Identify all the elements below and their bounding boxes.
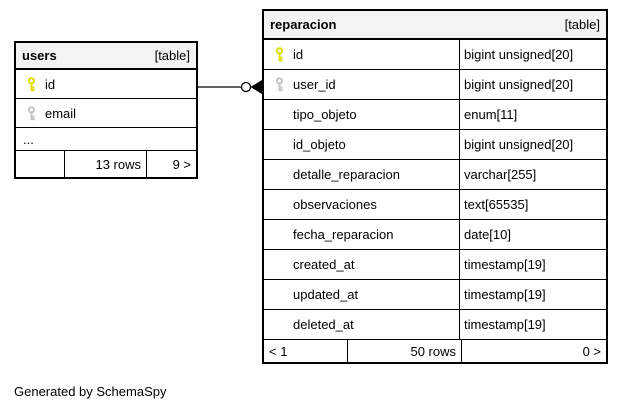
- column-row-created-at[interactable]: created_at timestamp[19]: [264, 250, 606, 280]
- column-row-id-objeto[interactable]: id_objeto bigint unsigned[20]: [264, 130, 606, 160]
- ellipsis-label: ...: [23, 131, 34, 147]
- column-row-detalle-reparacion[interactable]: detalle_reparacion varchar[255]: [264, 160, 606, 190]
- table-type-badge: [table]: [564, 17, 600, 32]
- foreign-key-icon: [275, 77, 284, 92]
- column-type: enum[11]: [459, 100, 606, 129]
- column-row-email[interactable]: email: [16, 99, 196, 128]
- column-type: text[65535]: [459, 190, 606, 219]
- column-type: varchar[255]: [459, 160, 606, 189]
- footer-in-degree: [16, 151, 64, 177]
- table-node-reparacion[interactable]: reparacion [table] id bigint unsigned[20…: [262, 9, 608, 364]
- footer-row-count: 13 rows: [64, 151, 146, 177]
- column-row-id[interactable]: id bigint unsigned[20]: [264, 40, 606, 70]
- footer-out-degree: 9 >: [146, 151, 196, 177]
- column-row-observaciones[interactable]: observaciones text[65535]: [264, 190, 606, 220]
- table-header-users: users [table]: [16, 43, 196, 70]
- column-name: deleted_at: [293, 317, 354, 332]
- generated-by-credit: Generated by SchemaSpy: [14, 384, 167, 399]
- column-name: detalle_reparacion: [293, 167, 400, 182]
- table-type-badge: [table]: [154, 48, 190, 63]
- table-name-users[interactable]: users: [22, 48, 57, 63]
- column-name: updated_at: [293, 287, 359, 302]
- column-name: id: [293, 47, 304, 62]
- foreign-key-icon: [27, 105, 36, 120]
- column-type: timestamp[19]: [459, 250, 606, 279]
- column-row-fecha-reparacion[interactable]: fecha_reparacion date[10]: [264, 220, 606, 250]
- column-type: bigint unsigned[20]: [459, 130, 606, 159]
- columns-ellipsis-row: ...: [16, 128, 196, 151]
- column-type: timestamp[19]: [459, 310, 606, 339]
- column-type: date[10]: [459, 220, 606, 249]
- footer-in-degree: < 1: [269, 343, 288, 359]
- table-name-reparacion[interactable]: reparacion: [270, 17, 337, 32]
- zero-or-one-circle-glyph: [240, 81, 252, 93]
- column-row-user-id[interactable]: user_id bigint unsigned[20]: [264, 70, 606, 100]
- column-row-deleted-at[interactable]: deleted_at timestamp[19]: [264, 310, 606, 340]
- column-name: id_objeto: [293, 137, 346, 152]
- table-node-users[interactable]: users [table] id: [14, 41, 198, 179]
- column-name: created_at: [293, 257, 355, 272]
- footer-out-degree: 0 >: [461, 340, 606, 362]
- primary-key-icon: [275, 47, 284, 62]
- column-name: id: [45, 76, 56, 92]
- column-name: fecha_reparacion: [293, 227, 394, 242]
- column-name: user_id: [293, 77, 336, 92]
- column-row-updated-at[interactable]: updated_at timestamp[19]: [264, 280, 606, 310]
- column-type: bigint unsigned[20]: [459, 70, 606, 99]
- column-type: bigint unsigned[20]: [459, 40, 606, 69]
- column-name: observaciones: [293, 197, 377, 212]
- column-row-id[interactable]: id: [16, 70, 196, 99]
- column-name: tipo_objeto: [293, 107, 357, 122]
- table-header-reparacion: reparacion [table]: [264, 11, 606, 40]
- primary-key-icon: [27, 76, 36, 91]
- fk-relationship-connector: [197, 80, 262, 94]
- column-name: email: [45, 105, 77, 121]
- column-type: timestamp[19]: [459, 280, 606, 309]
- table-footer-users: 13 rows 9 >: [16, 151, 196, 177]
- footer-row-count: 50 rows: [347, 340, 461, 362]
- table-footer-reparacion: < 1 50 rows 0 >: [264, 340, 606, 362]
- arrowhead-glyph: [250, 80, 262, 94]
- column-row-tipo-objeto[interactable]: tipo_objeto enum[11]: [264, 100, 606, 130]
